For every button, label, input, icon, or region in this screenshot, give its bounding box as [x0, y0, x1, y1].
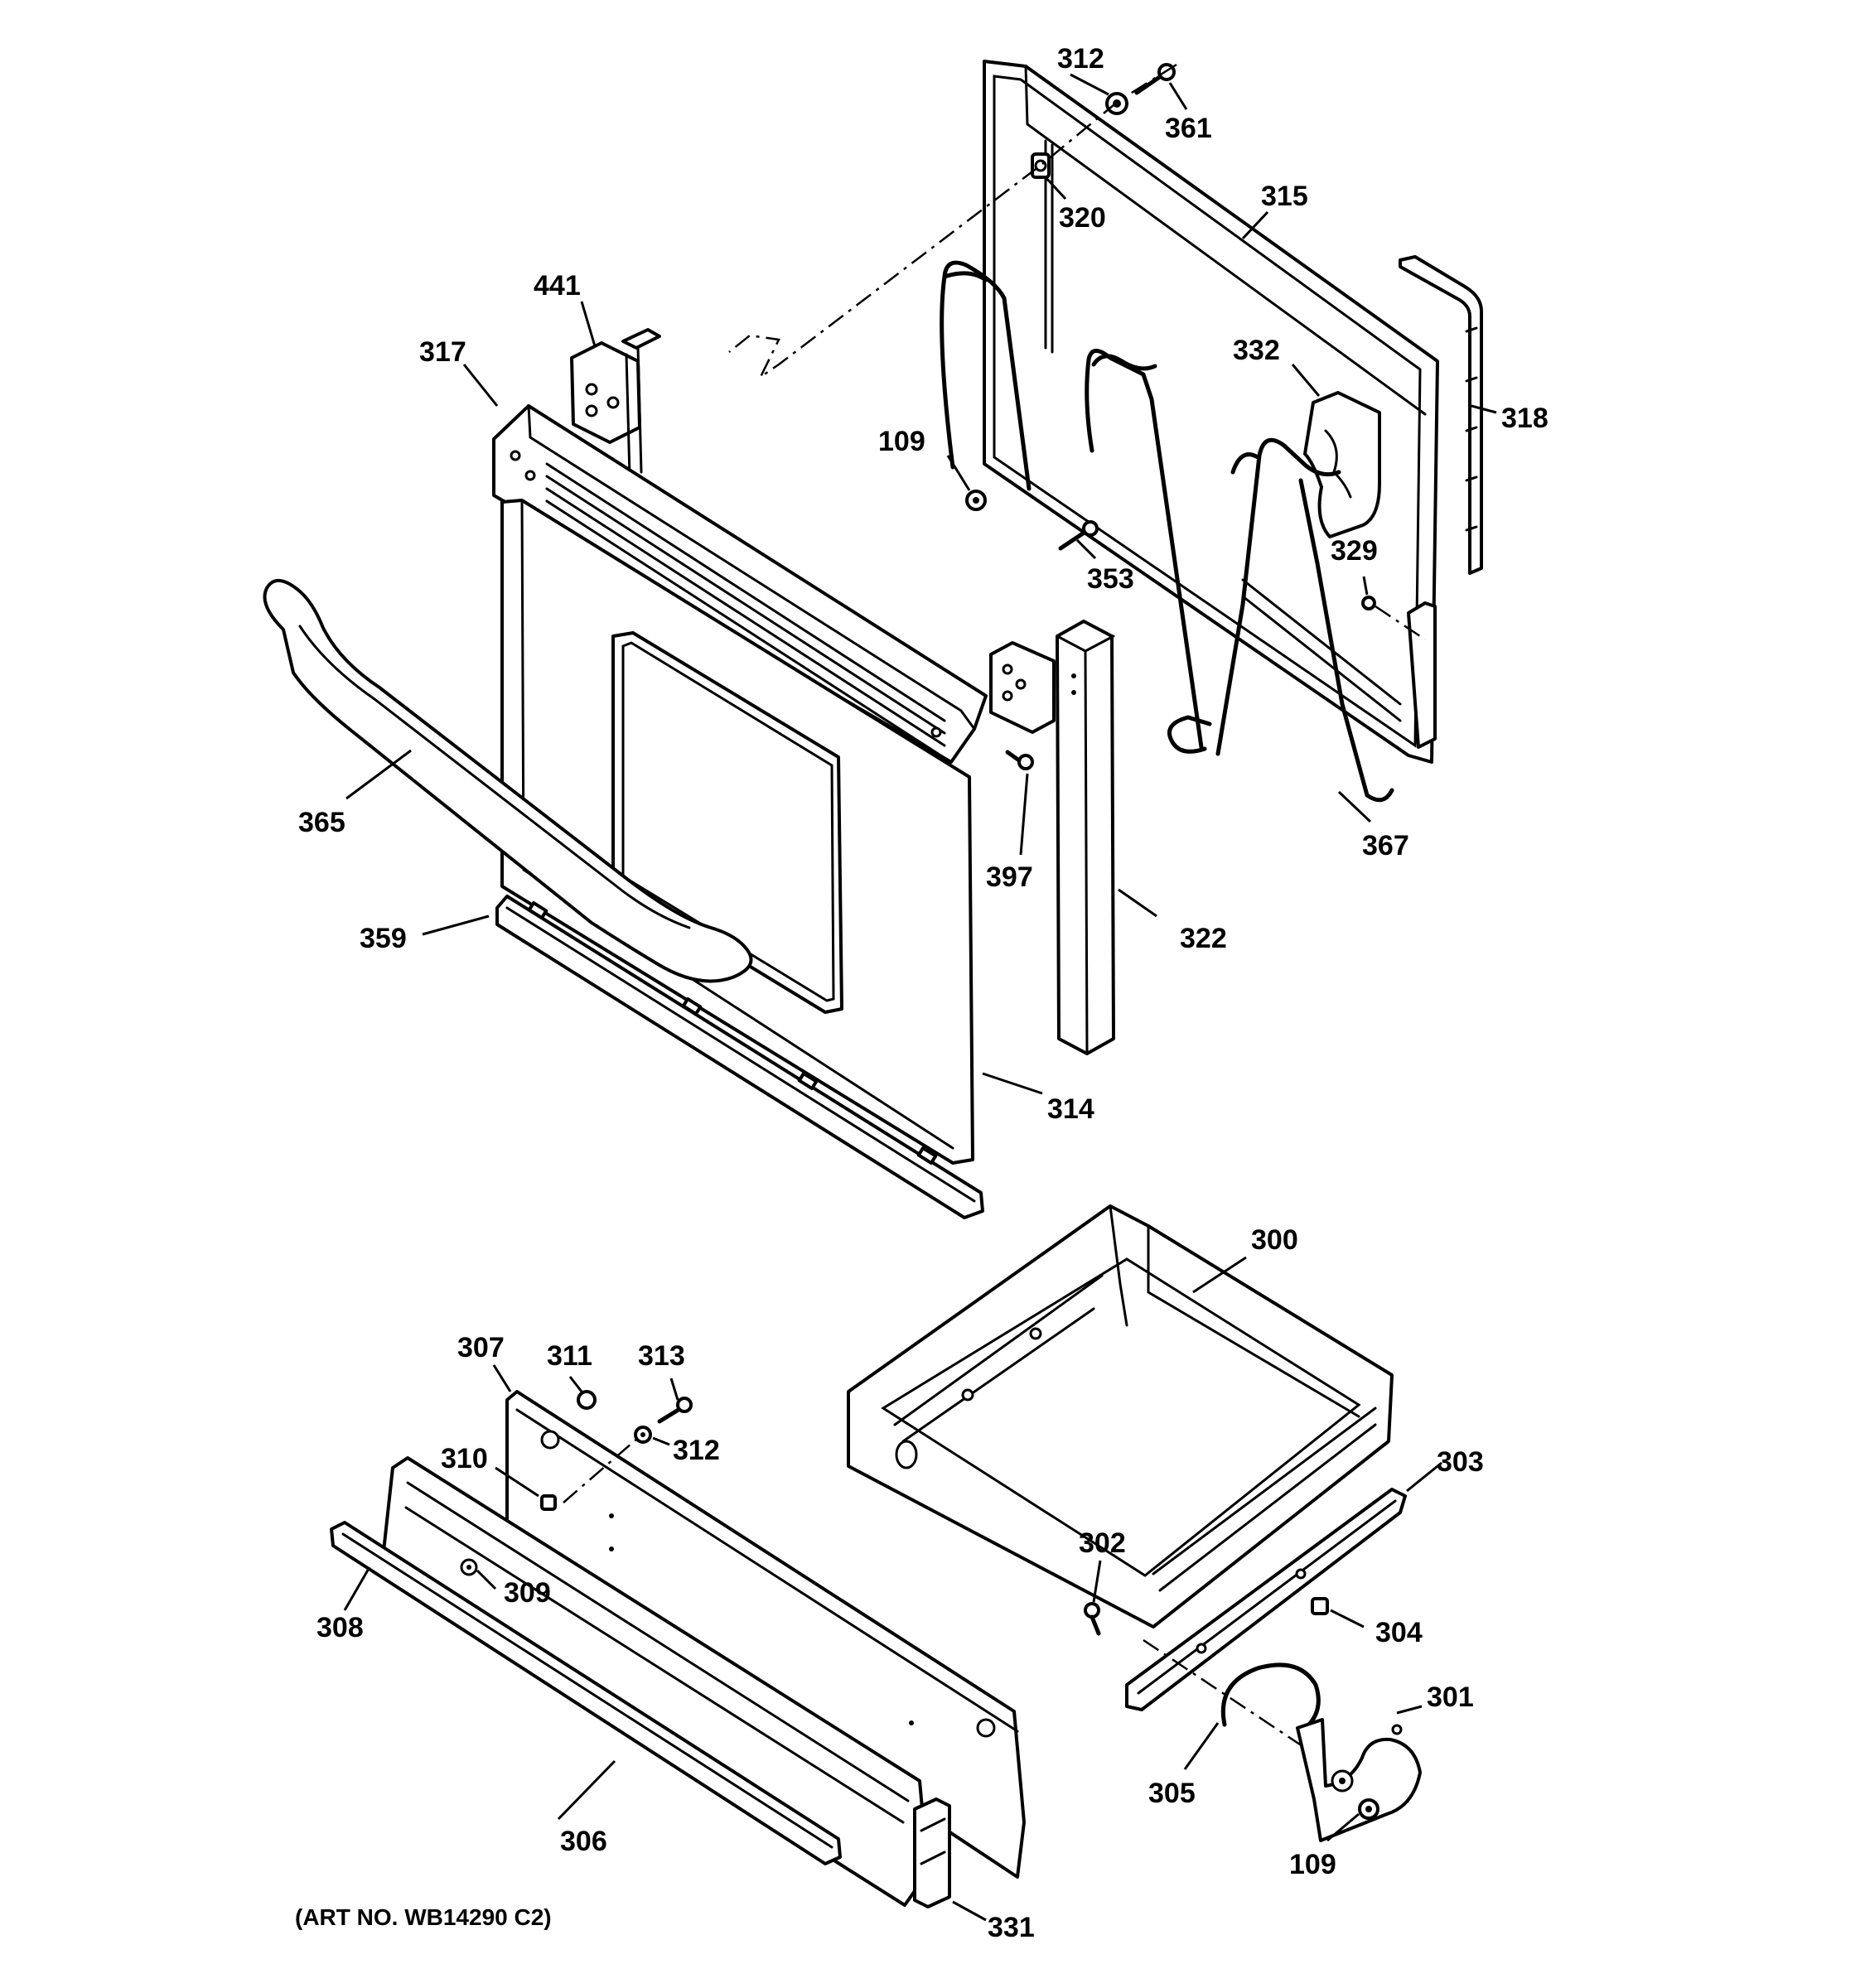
callout-309: 309 — [504, 1577, 551, 1609]
callout-317: 317 — [419, 336, 466, 368]
callout-109-top: 109 — [878, 426, 925, 457]
clip-304 — [1311, 1597, 1329, 1615]
callout-320: 320 — [1059, 202, 1106, 234]
callout-312-top: 312 — [1057, 43, 1104, 75]
callout-303: 303 — [1437, 1446, 1484, 1478]
assembly-line-hinge — [728, 63, 1177, 380]
assembly-line-drawer — [1143, 1638, 1318, 1758]
callout-367: 367 — [1362, 830, 1409, 861]
roller-bracket-301 — [1296, 1718, 1422, 1842]
nut-311 — [577, 1390, 597, 1410]
callout-300: 300 — [1251, 1224, 1298, 1256]
hinge-plate — [989, 641, 1056, 734]
callout-361: 361 — [1165, 113, 1212, 144]
bracket-331 — [913, 1797, 951, 1908]
callout-302: 302 — [1079, 1527, 1126, 1559]
door-post-322 — [1056, 620, 1115, 1055]
clip-310 — [540, 1494, 557, 1511]
callout-307: 307 — [457, 1332, 505, 1363]
art-number-caption: (ART NO. WB14290 C2) — [295, 1904, 552, 1930]
callout-313: 313 — [638, 1340, 685, 1372]
inner-door-panel-315 — [983, 60, 1439, 764]
callout-441: 441 — [534, 270, 581, 302]
hinge-receiver-320 — [1031, 152, 1051, 179]
callout-301: 301 — [1427, 1682, 1474, 1713]
callout-314: 314 — [1047, 1093, 1094, 1125]
callout-311: 311 — [547, 1340, 592, 1372]
door-side-trim-318 — [1399, 255, 1483, 575]
callout-332: 332 — [1233, 335, 1280, 366]
screw-353 — [1058, 520, 1099, 551]
callout-359: 359 — [360, 923, 407, 954]
wire-support-367 — [940, 260, 1394, 803]
callout-353: 353 — [1087, 563, 1134, 595]
nut-109-top — [965, 490, 987, 511]
callout-315: 315 — [1261, 181, 1308, 212]
screw-397 — [1005, 750, 1034, 770]
screw-313 — [657, 1397, 693, 1424]
hinge-bracket-441 — [570, 328, 661, 478]
callout-109-bottom: 109 — [1289, 1849, 1336, 1880]
callout-308: 308 — [316, 1612, 364, 1643]
screw-329 — [1361, 596, 1426, 641]
callout-312-bottom: 312 — [673, 1435, 720, 1466]
spring-305 — [1220, 1662, 1321, 1729]
screw-302 — [1084, 1602, 1101, 1636]
assembly-line-drawer-panel — [563, 1437, 639, 1503]
callout-397: 397 — [986, 861, 1033, 893]
vent-trim-317 — [492, 404, 988, 764]
callout-331: 331 — [988, 1912, 1035, 1943]
callout-329: 329 — [1331, 535, 1378, 567]
nut-312-bottom — [634, 1426, 652, 1444]
callout-306: 306 — [560, 1826, 607, 1857]
leader-lines — [343, 73, 1497, 1922]
callout-318: 318 — [1501, 403, 1549, 434]
door-bottom-trim-359 — [495, 895, 984, 1219]
callout-304: 304 — [1375, 1617, 1423, 1648]
callout-365: 365 — [298, 807, 345, 838]
drawer-handle-308 — [330, 1521, 842, 1865]
callout-310: 310 — [441, 1443, 488, 1474]
callout-labels: 312 361 320 315 441 317 332 318 109 353 … — [298, 43, 1549, 1943]
drawer-slide-rail-303 — [1125, 1488, 1407, 1711]
door-handle-365 — [263, 579, 753, 983]
callout-305: 305 — [1148, 1778, 1196, 1809]
drawer-body-300 — [847, 1204, 1394, 1629]
nut-109-bottom — [1358, 1798, 1379, 1820]
callout-322: 322 — [1180, 923, 1227, 954]
